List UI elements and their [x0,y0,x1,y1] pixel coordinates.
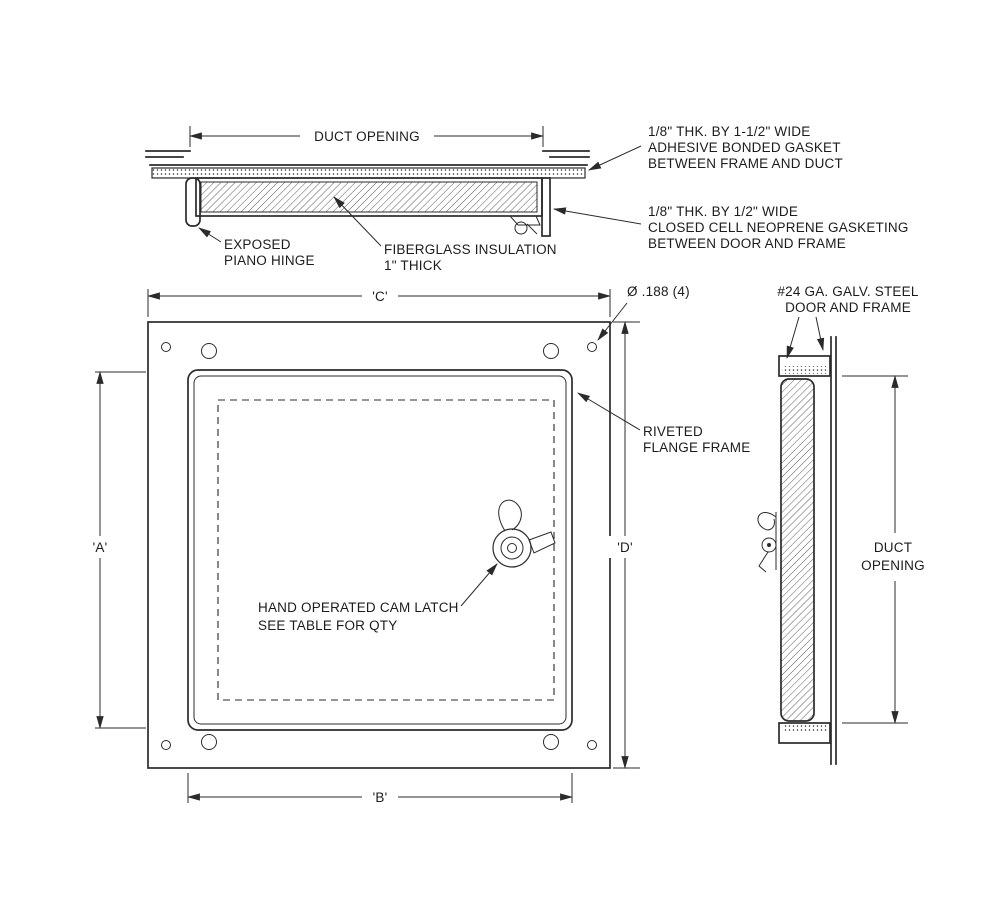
dimension-label-mask [858,533,928,581]
side-section-view: DUCT OPENING #24 GA. GALV. STEEL DOOR AN… [757,284,928,765]
dim-d: 'D' [609,320,641,770]
insulation-label-2: 1" THICK [384,258,442,273]
gasket-band-bottom [782,725,828,733]
latch-cam-blade [528,531,556,554]
door-outline [187,369,573,731]
latch-pivot [761,537,777,553]
neoprene-gasket-label-1: 1/8" THK. BY 1/2" WIDE [648,204,798,219]
frame-corner-hole [543,734,559,750]
adhesive-gasket-label-2: ADHESIVE BONDED GASKET [648,140,841,155]
latch-pivot [514,221,528,235]
latch-outer-ring [492,528,532,568]
frame-channel-top [778,355,831,377]
neoprene-gasket-label-3: BETWEEN DOOR AND FRAME [648,236,846,251]
insulation-label-1: FIBERGLASS INSULATION [384,242,557,257]
cam-latch-section [508,215,541,235]
cam-latch-front [492,499,556,568]
dim-duct-opening-top: DUCT OPENING [188,126,545,147]
duct-opening-side-label-1: DUCT [874,540,912,555]
material-label-2: DOOR AND FRAME [785,300,911,315]
callout-piano-hinge: EXPOSED PIANO HINGE [198,227,315,268]
cam-latch-label-2: SEE TABLE FOR QTY [258,618,397,633]
door-inner-line [193,375,567,725]
leader-line [588,145,642,171]
dim-c: 'C' [146,287,612,317]
dim-a: 'A' [84,370,146,730]
neoprene-gasket-label-2: CLOSED CELL NEOPRENE GASKETING [648,220,909,235]
dim-b-label: 'B' [373,790,388,805]
callout-riveted-frame: RIVETED FLANGE FRAME [577,392,750,455]
latch-handle-loop [757,512,777,531]
latch-pivot-center [767,543,771,547]
insulation-hidden-line [217,399,555,701]
latch-handle-loop [498,499,522,532]
dim-b: 'B' [186,773,574,806]
leader-line [597,302,628,341]
hinge-label-2: PIANO HINGE [224,253,315,268]
leader-line [198,227,222,243]
frame-corner-hole [201,734,217,750]
cam-latch-side [757,512,777,573]
mounting-hole [161,342,171,352]
frame-corner-hole [201,343,217,359]
flange-frame-outline [147,321,611,769]
adhesive-gasket-band [151,167,586,179]
dimension-label-mask [300,127,434,145]
callout-insulation: FIBERGLASS INSULATION 1" THICK [333,196,557,273]
cam-latch-label-1: HAND OPERATED CAM LATCH [258,600,459,615]
frame-channel-bottom [778,722,831,744]
latch-bracket [508,215,541,226]
callout-cam-latch: HAND OPERATED CAM LATCH SEE TABLE FOR QT… [258,563,498,633]
frame-corner-hole [543,343,559,359]
dimension-label-mask [362,287,398,305]
front-view: 'C' 'A' 'D' 'B' Ø .18 [84,284,750,806]
mounting-hole [587,740,597,750]
latch-middle-ring [500,536,524,560]
material-label-1: #24 GA. GALV. STEEL [777,284,918,299]
riveted-frame-label-2: FLANGE FRAME [643,440,750,455]
dimension-label-mask [84,536,116,558]
leader-line [786,316,800,360]
adhesive-gasket-label-3: BETWEEN FRAME AND DUCT [648,156,843,171]
dimension-label-mask [362,788,398,806]
latch-cam-blade [758,551,769,573]
dimension-label-mask [609,536,641,558]
leader-line [552,207,642,225]
dim-duct-opening-label: DUCT OPENING [314,129,420,144]
adhesive-gasket-label-1: 1/8" THK. BY 1-1/2" WIDE [648,124,810,139]
hole-diameter-label: Ø .188 (4) [627,284,690,299]
callout-hole-diameter: Ø .188 (4) [597,284,690,341]
callout-neoprene-gasket: 1/8" THK. BY 1/2" WIDE CLOSED CELL NEOPR… [552,204,909,251]
dim-duct-opening-side: DUCT OPENING [842,374,928,725]
leader-line [460,563,498,607]
latch-center [507,543,517,553]
hinge-label-1: EXPOSED [224,237,291,252]
dim-a-label: 'A' [93,540,108,555]
callout-adhesive-gasket: 1/8" THK. BY 1-1/2" WIDE ADHESIVE BONDED… [588,124,843,171]
frame-right-channel [541,177,551,237]
fiberglass-insulation-hatch [200,181,538,213]
callout-material: #24 GA. GALV. STEEL DOOR AND FRAME [777,284,919,360]
leader-line [577,392,641,431]
dim-c-label: 'C' [372,289,388,304]
gasket-band-top [782,366,828,374]
mounting-hole [587,342,597,352]
latch-blade [526,223,538,235]
top-section-view: DUCT OPENING 1/8" THK. BY 1-1/2" WIDE AD… [145,124,909,273]
dim-d-label: 'D' [617,540,633,555]
leader-line [333,196,382,247]
leader-line [815,316,825,352]
piano-hinge-section [185,177,201,227]
mounting-hole [161,740,171,750]
door-panel-section [780,378,815,722]
duct-opening-side-label-2: OPENING [861,558,925,573]
riveted-frame-label-1: RIVETED [643,424,703,439]
